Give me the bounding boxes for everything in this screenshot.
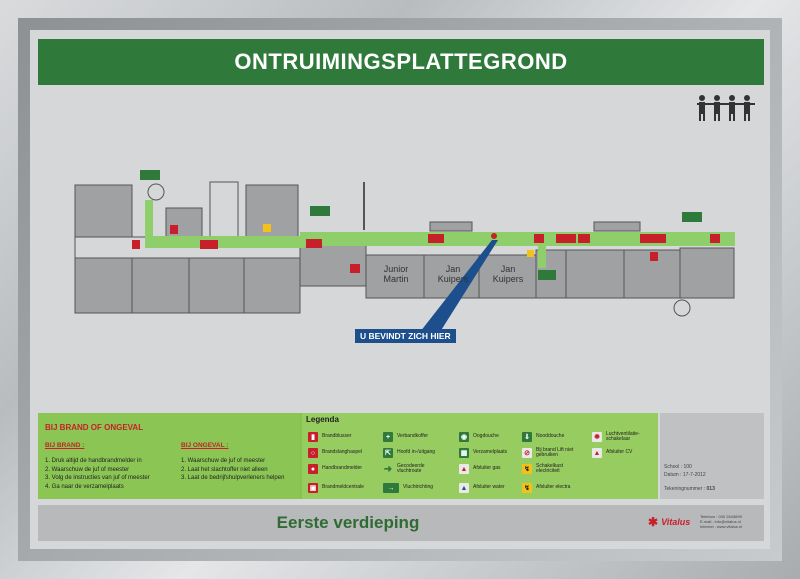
list-item: 4. Ga naar de verzamelplaats (45, 483, 124, 490)
page-title: ONTRUIMINGSPLATTEGROND (38, 39, 764, 85)
first-aid-icon: + (383, 432, 393, 442)
legend-item: ✹Luchtventilatie-schakelaar (592, 431, 654, 443)
room-label: Junior Martin (383, 264, 409, 284)
list-item: 3. Laat de bedrijfshulpverleners helpen (181, 475, 285, 481)
company-name: Vitalus (661, 517, 691, 527)
company-contact: Telefoon : 030 2643699 E-mail : info@vit… (700, 514, 743, 529)
list-item: 3. Volg de instructies van juf of meeste… (45, 475, 150, 481)
heating-valve-icon: ▲ (592, 448, 602, 458)
school-row: School : 100 (664, 464, 692, 470)
hose-reel-icon: ○ (308, 448, 318, 458)
legend-item: ▣Brandmeldcentrale (308, 483, 364, 493)
legend-item: ▲Afsluiter CV (592, 448, 633, 458)
drawing-info-box (660, 413, 764, 499)
fire-alarm-icon: ● (308, 464, 318, 474)
escape-direction-icon: → (383, 483, 399, 493)
legend-item: ↯Afsluiter electra (522, 482, 570, 494)
no-lift-icon: ⊘ (522, 448, 532, 458)
floor-plan (74, 170, 735, 332)
legend-item: ○Brandslanghaspel (308, 447, 362, 459)
escape-route-icon: ➜ (383, 463, 393, 475)
ventilation-icon: ✹ (592, 432, 602, 442)
legend-item: ↯Schakelkast electriciteit (522, 463, 580, 475)
you-are-here-label: U BEVINDT ZICH HIER (355, 329, 456, 343)
assembly-point-icon: ▦ (459, 448, 469, 458)
main-entrance-icon: ⇱ (383, 448, 393, 458)
legend-item: ⇱Hoofd in-/uitgang (383, 447, 435, 459)
electric-switch-icon: ↯ (522, 483, 532, 493)
legend-item: ▲Afsluiter water (459, 483, 505, 493)
eye-shower-icon: ◉ (459, 432, 469, 442)
floor-bar (38, 505, 764, 541)
legend-item: ⇓Nooddouche (522, 431, 564, 443)
floor-name: Eerste verdieping (276, 513, 420, 532)
switchboard-icon: ↯ (522, 464, 532, 474)
list-item: 1. Druk altijd de handbrandmelder in (45, 458, 142, 464)
water-valve-icon: ▲ (459, 483, 469, 493)
extinguisher-icon: ▮ (308, 432, 318, 442)
legend-item: ●Handbrandmelder (308, 463, 362, 475)
runner-icon: ✱ (648, 515, 659, 529)
legend-item: ⊘Bij brand Lift niet gebruiken (522, 447, 580, 459)
gas-valve-icon: ▲ (459, 464, 469, 474)
legend-item: ◉Oogdouche (459, 432, 499, 442)
company-logo: ✱ Vitalus (648, 515, 690, 529)
legend-item: ▮Brandblusser (308, 431, 351, 443)
legend-item: ➜Gecodeerde vluchtroute (383, 462, 425, 475)
emergency-shower-icon: ⇓ (522, 432, 532, 442)
date-row: Datum : 17-7-2012 (664, 472, 706, 478)
list-item: 2. Laat het slachtoffer niet alleen (181, 466, 268, 473)
drawing-number-row: Tekeningnummer : 013 (664, 486, 715, 492)
brand-heading: BIJ BRAND : (45, 442, 85, 449)
ongeval-heading: BIJ ONGEVAL : (181, 442, 229, 449)
list-item: 1. Waarschuw de juf of meester (181, 458, 266, 464)
fire-panel-icon: ▣ (308, 483, 318, 493)
ongeval-steps-list: 1. Waarschuw de juf of meester 2. Laat h… (181, 457, 284, 483)
brand-steps-list: 1. Druk altijd de handbrandmelder in 2. … (45, 457, 150, 491)
legend-title: Legenda (306, 415, 339, 424)
legend-item: +Verbandkoffer (383, 431, 428, 443)
legend-item: ▦Verzamelplaats (459, 448, 508, 458)
fire-instructions-title: BIJ BRAND OF ONGEVAL (45, 423, 144, 432)
list-item: 2. Waarschuw de juf of meester (45, 466, 130, 473)
people-group-icon (697, 95, 755, 121)
room-label: Jan Kuipers (437, 264, 469, 284)
legend-item: ▲Afsluiter gas (459, 464, 501, 474)
fire-instructions-box (38, 413, 300, 499)
room-label: Jan Kuipers (492, 264, 524, 284)
legend-item: →Vluchtrichting (383, 482, 433, 494)
